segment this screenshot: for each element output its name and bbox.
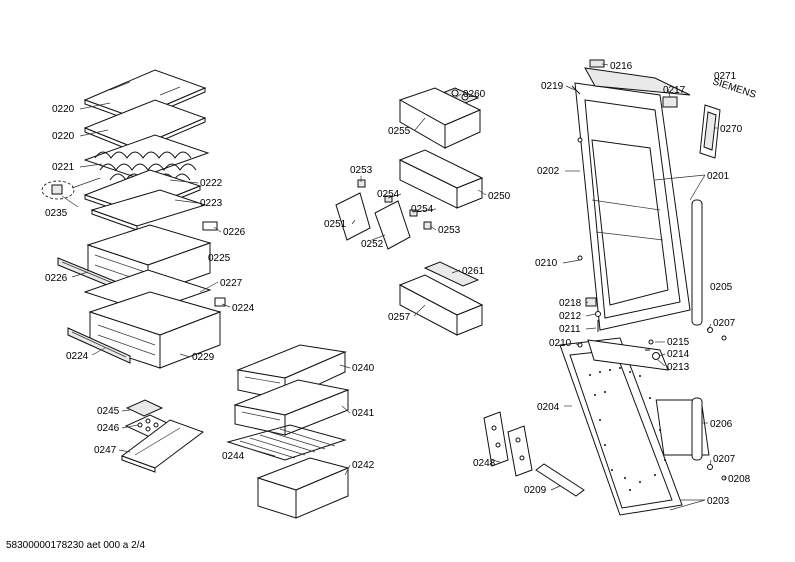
label-0220-top: 0220: [52, 104, 75, 115]
label-0221: 0221: [52, 162, 75, 173]
cold-packs: [483, 411, 533, 477]
freezer-drawer-middle: [233, 379, 350, 436]
freezer-flap: [535, 463, 585, 497]
drawer-rail-left-lower: [67, 327, 131, 364]
label-0214: 0214: [667, 349, 690, 360]
label-0209: 0209: [524, 485, 547, 496]
label-0222: 0222: [200, 178, 223, 189]
label-0226-upper: 0226: [223, 227, 246, 238]
door-handle-upper: [691, 199, 703, 326]
label-0253-bottom: 0253: [438, 225, 461, 236]
label-0227: 0227: [220, 278, 243, 289]
part-labels: 0220 0220 0221 0222 0223 0235 0226 0225 …: [45, 61, 751, 507]
label-0253-top: 0253: [350, 165, 373, 176]
label-0250: 0250: [488, 191, 511, 202]
label-0244: 0244: [222, 451, 245, 462]
label-0201: 0201: [707, 171, 730, 182]
freezer-door-dots: [589, 367, 666, 491]
label-0203: 0203: [707, 496, 730, 507]
label-0224-right: 0224: [232, 303, 255, 314]
label-0261: 0261: [462, 266, 485, 277]
label-0217: 0217: [663, 85, 686, 96]
label-0206: 0206: [710, 419, 733, 430]
door-handle-insert: [699, 104, 721, 159]
label-0219: 0219: [541, 81, 564, 92]
shelf-frame: [90, 189, 218, 231]
document-footer: 58300000178230 aet 000 a 2/4: [6, 540, 146, 551]
label-0252: 0252: [361, 239, 384, 250]
door-shelf-flaps: [335, 192, 411, 250]
label-0271: 0271: [714, 71, 737, 82]
label-0251: 0251: [324, 219, 347, 230]
label-0240: 0240: [352, 363, 375, 374]
label-0229: 0229: [192, 352, 215, 363]
label-0241: 0241: [352, 408, 375, 419]
label-0207-lower: 0207: [713, 454, 736, 465]
label-0216: 0216: [610, 61, 633, 72]
label-0213: 0213: [667, 362, 690, 373]
label-0254-left: 0254: [377, 189, 400, 200]
small-hardware-upper: [577, 137, 601, 332]
label-0215: 0215: [667, 337, 690, 348]
label-0207-upper: 0207: [713, 318, 736, 329]
ice-tray-container: [120, 419, 205, 473]
label-0218: 0218: [559, 298, 582, 309]
label-0246: 0246: [97, 423, 120, 434]
label-0211: 0211: [559, 324, 581, 335]
freezer-wire-grid: [226, 424, 347, 461]
shelf-clips: [357, 179, 432, 230]
label-0204: 0204: [537, 402, 560, 413]
label-0257: 0257: [388, 312, 411, 323]
label-0260: 0260: [463, 89, 486, 100]
door-shelf-bottom: [398, 261, 484, 336]
label-0248: 0248: [473, 458, 496, 469]
label-0212: 0212: [559, 311, 582, 322]
label-0202: 0202: [537, 166, 560, 177]
bottle-rack: [83, 134, 210, 181]
label-0208: 0208: [728, 474, 751, 485]
label-0226-lower: 0226: [45, 273, 68, 284]
label-0225: 0225: [208, 253, 231, 264]
label-0235: 0235: [45, 208, 68, 219]
door-shelf-top: [398, 87, 482, 149]
label-0210-upper: 0210: [535, 258, 558, 269]
freezer-drawer-bottom: [256, 457, 350, 519]
label-0210-lower: 0210: [549, 338, 572, 349]
leader-lines: [61, 63, 726, 511]
label-0245: 0245: [97, 406, 120, 417]
label-0255: 0255: [388, 126, 411, 137]
label-0270: 0270: [720, 124, 743, 135]
label-0242: 0242: [352, 460, 375, 471]
fridge-door-upper: [574, 67, 691, 331]
door-shelf-middle: [398, 149, 484, 209]
label-0223: 0223: [200, 198, 223, 209]
freezer-door: [559, 337, 710, 516]
label-0254-right: 0254: [411, 204, 434, 215]
label-0224-left: 0224: [66, 351, 89, 362]
hinge-clip-left: [41, 177, 101, 200]
label-0220-second: 0220: [52, 131, 75, 142]
label-0205: 0205: [710, 282, 733, 293]
label-0247: 0247: [94, 445, 117, 456]
door-handle-lower: [691, 397, 703, 461]
crisper-drawer-lower: [88, 291, 226, 369]
